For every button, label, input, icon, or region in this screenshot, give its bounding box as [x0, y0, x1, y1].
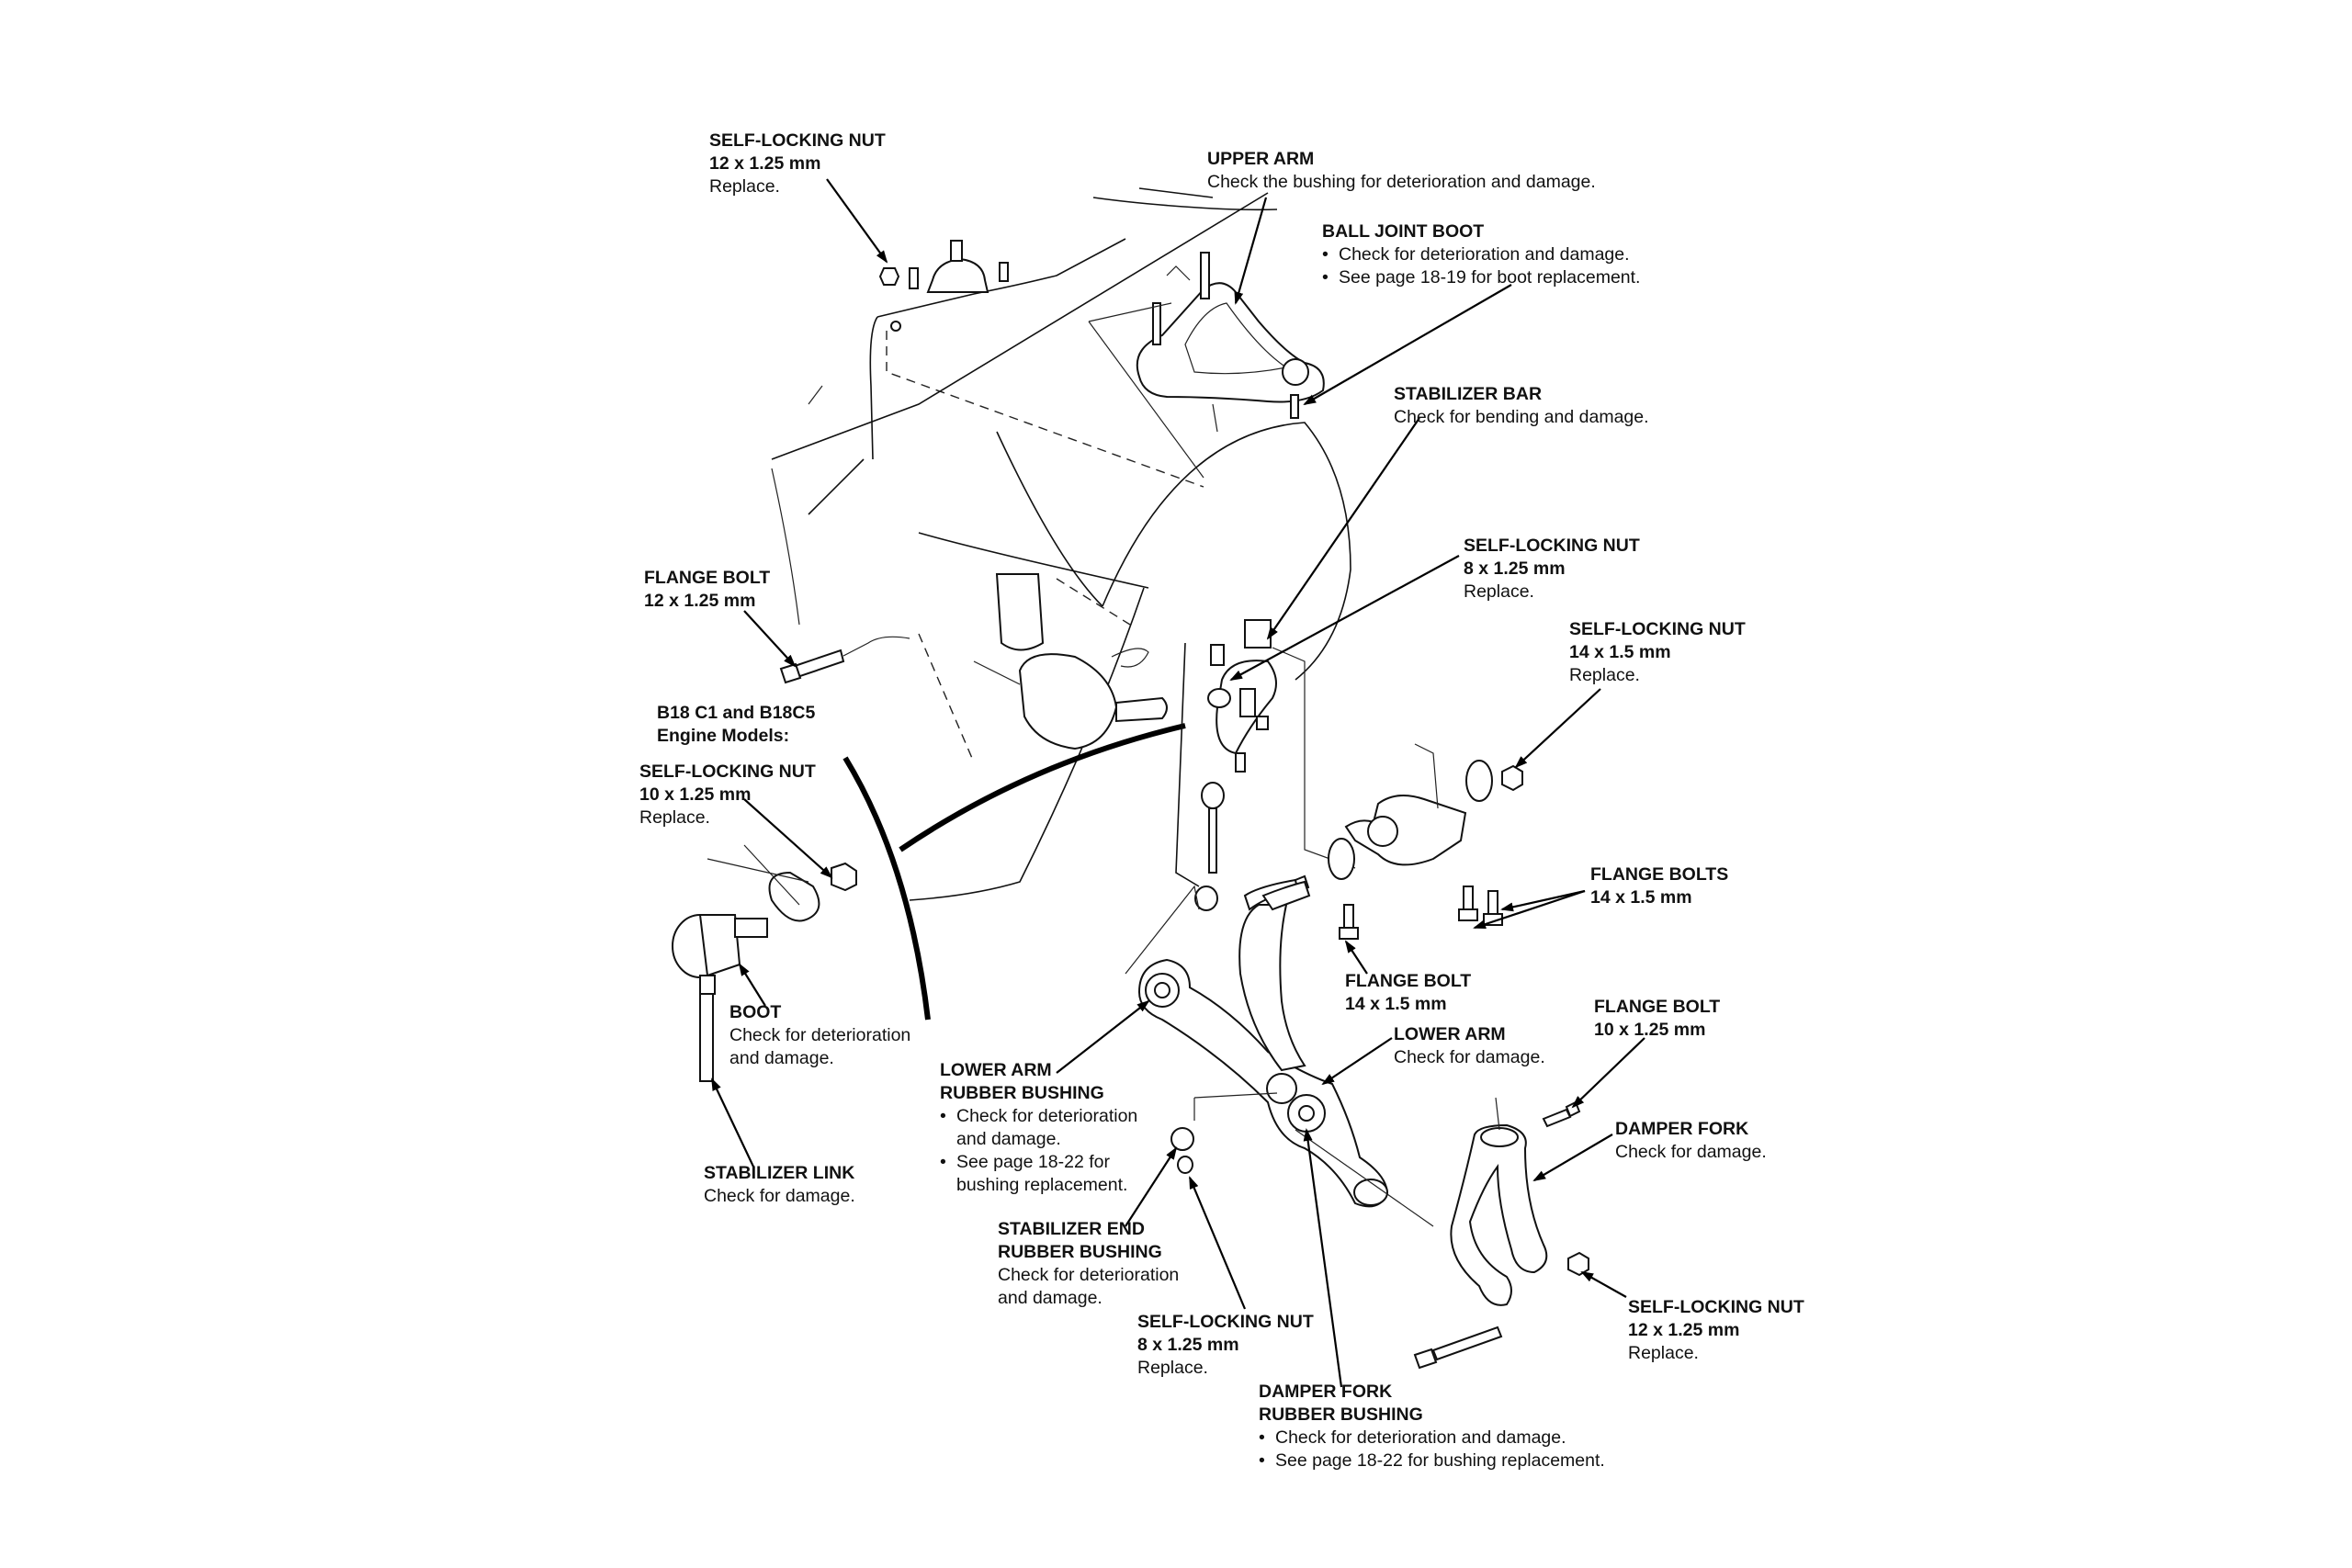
stabilizer-bar-mount	[1194, 619, 1356, 911]
label-flange-bolts-14: FLANGE BOLTS 14 x 1.5 mm	[1590, 863, 1728, 909]
label-spec: 10 x 1.25 mm	[639, 784, 752, 805]
label-bullet: See page 18-19 for boot replacement.	[1322, 266, 1640, 289]
label-stabilizer-bar: STABILIZER BAR Check for bending and dam…	[1394, 383, 1649, 429]
label-flange-bolt-10: FLANGE BOLT 10 x 1.25 mm	[1594, 996, 1720, 1042]
label-title: DAMPER FORK	[1259, 1382, 1393, 1402]
leader-arrows	[711, 178, 1645, 1388]
label-engine-models: B18 C1 and B18C5 Engine Models:	[657, 702, 815, 748]
label-title: STABILIZER BAR	[1394, 384, 1543, 404]
label-boot: BOOT Check for deterioration and damage.	[729, 1001, 910, 1070]
label-title: SELF-LOCKING NUT	[1628, 1297, 1804, 1317]
label-bullet: Check for deterioration and damage.	[1259, 1427, 1605, 1450]
upper-arm	[1088, 252, 1325, 479]
label-bullet: See page 18-22 for	[940, 1151, 1137, 1174]
label-bullet: See page 18-22 for bushing replacement.	[1259, 1450, 1605, 1472]
label-upper-arm: UPPER ARM Check the bushing for deterior…	[1207, 148, 1596, 194]
label-title: SELF-LOCKING NUT	[709, 130, 886, 151]
label-note: Check the bushing for deterioration and …	[1207, 172, 1596, 192]
label-note: Replace.	[1137, 1358, 1208, 1378]
label-note: Replace.	[709, 176, 780, 197]
label-self-locking-nut-12-lower: SELF-LOCKING NUT 12 x 1.25 mm Replace.	[1628, 1296, 1804, 1365]
label-title: STABILIZER END	[998, 1219, 1145, 1239]
label-title: SELF-LOCKING NUT	[1569, 619, 1746, 639]
label-spec: 14 x 1.5 mm	[1590, 887, 1692, 908]
label-title: DAMPER FORK	[1615, 1119, 1749, 1139]
label-bullet: Check for deterioration	[940, 1105, 1137, 1128]
label-ball-joint-boot: BALL JOINT BOOT Check for deterioration …	[1322, 220, 1640, 289]
label-title: SELF-LOCKING NUT	[1137, 1312, 1314, 1332]
damper-fork	[1413, 1097, 1589, 1370]
label-self-locking-nut-12-top: SELF-LOCKING NUT 12 x 1.25 mm Replace.	[709, 130, 886, 198]
stabilizer-link	[672, 844, 857, 1082]
label-note: Check for damage.	[704, 1186, 855, 1206]
knuckle-driveshaft	[973, 573, 1168, 750]
label-title: RUBBER BUSHING	[998, 1242, 1162, 1262]
flange-bolt-left	[779, 636, 910, 684]
label-note: Check for deterioration	[998, 1265, 1180, 1285]
label-title: FLANGE BOLT	[1594, 997, 1721, 1017]
label-line: Engine Models:	[657, 726, 790, 746]
label-spec: 12 x 1.25 mm	[1628, 1320, 1740, 1340]
label-note: and damage.	[729, 1048, 834, 1068]
label-damper-fork-rubber-bushing: DAMPER FORK RUBBER BUSHING Check for det…	[1259, 1381, 1605, 1472]
label-self-locking-nut-10: SELF-LOCKING NUT 10 x 1.25 mm Replace.	[639, 761, 816, 829]
label-spec: 14 x 1.5 mm	[1345, 994, 1447, 1014]
label-title: RUBBER BUSHING	[1259, 1404, 1423, 1425]
label-line: B18 C1 and B18C5	[657, 703, 816, 723]
label-self-locking-nut-8-lower: SELF-LOCKING NUT 8 x 1.25 mm Replace.	[1137, 1311, 1314, 1380]
label-stabilizer-link: STABILIZER LINK Check for damage.	[704, 1162, 855, 1208]
label-title: BALL JOINT BOOT	[1322, 221, 1485, 242]
label-lower-arm-rubber-bushing: LOWER ARM RUBBER BUSHING Check for deter…	[940, 1059, 1137, 1197]
wheel-well-edge	[842, 642, 1200, 1021]
label-note: Replace.	[639, 807, 710, 828]
label-spec: 8 x 1.25 mm	[1137, 1335, 1239, 1355]
body-outline	[771, 187, 1351, 901]
compliance-bushing-bracket	[1243, 743, 1523, 940]
stabilizer-end-parts	[1170, 1127, 1194, 1174]
label-stabilizer-end-rubber-bushing: STABILIZER END RUBBER BUSHING Check for …	[998, 1218, 1179, 1310]
label-spec: 10 x 1.25 mm	[1594, 1020, 1706, 1040]
label-spec: 8 x 1.25 mm	[1464, 558, 1566, 579]
label-title: FLANGE BOLT	[1345, 971, 1472, 991]
label-title: LOWER ARM	[940, 1060, 1052, 1080]
label-self-locking-nut-8-upper: SELF-LOCKING NUT 8 x 1.25 mm Replace.	[1464, 535, 1640, 604]
label-self-locking-nut-14: SELF-LOCKING NUT 14 x 1.5 mm Replace.	[1569, 618, 1746, 687]
label-spec: 12 x 1.25 mm	[709, 153, 821, 174]
label-flange-bolt-14: FLANGE BOLT 14 x 1.5 mm	[1345, 970, 1471, 1016]
label-title: BOOT	[729, 1002, 782, 1022]
label-note: Replace.	[1464, 581, 1534, 602]
label-lower-arm: LOWER ARM Check for damage.	[1394, 1023, 1545, 1069]
label-spec: 14 x 1.5 mm	[1569, 642, 1671, 662]
label-note: Replace.	[1569, 665, 1640, 685]
label-bullet: Check for deterioration and damage.	[1322, 243, 1640, 266]
label-note: Check for deterioration	[729, 1025, 911, 1045]
label-spec: 12 x 1.25 mm	[644, 591, 756, 611]
label-title: FLANGE BOLT	[644, 568, 771, 588]
lower-arm	[1125, 880, 1434, 1227]
label-title: UPPER ARM	[1207, 149, 1315, 169]
label-bullet-cont: bushing replacement.	[956, 1175, 1128, 1195]
label-title: SELF-LOCKING NUT	[1464, 536, 1640, 556]
label-title: STABILIZER LINK	[704, 1163, 855, 1183]
label-note: Check for damage.	[1394, 1047, 1545, 1067]
label-note: Check for bending and damage.	[1394, 407, 1649, 427]
label-damper-fork: DAMPER FORK Check for damage.	[1615, 1118, 1767, 1164]
label-title: LOWER ARM	[1394, 1024, 1506, 1044]
label-note: Replace.	[1628, 1343, 1699, 1363]
label-note: and damage.	[998, 1288, 1102, 1308]
label-bullet-cont: and damage.	[956, 1129, 1061, 1149]
label-title: SELF-LOCKING NUT	[639, 761, 816, 782]
strut-top-mount	[878, 240, 1009, 332]
label-title: RUBBER BUSHING	[940, 1083, 1104, 1103]
label-note: Check for damage.	[1615, 1142, 1767, 1162]
label-title: FLANGE BOLTS	[1590, 864, 1729, 885]
label-flange-bolt-12: FLANGE BOLT 12 x 1.25 mm	[644, 567, 770, 613]
